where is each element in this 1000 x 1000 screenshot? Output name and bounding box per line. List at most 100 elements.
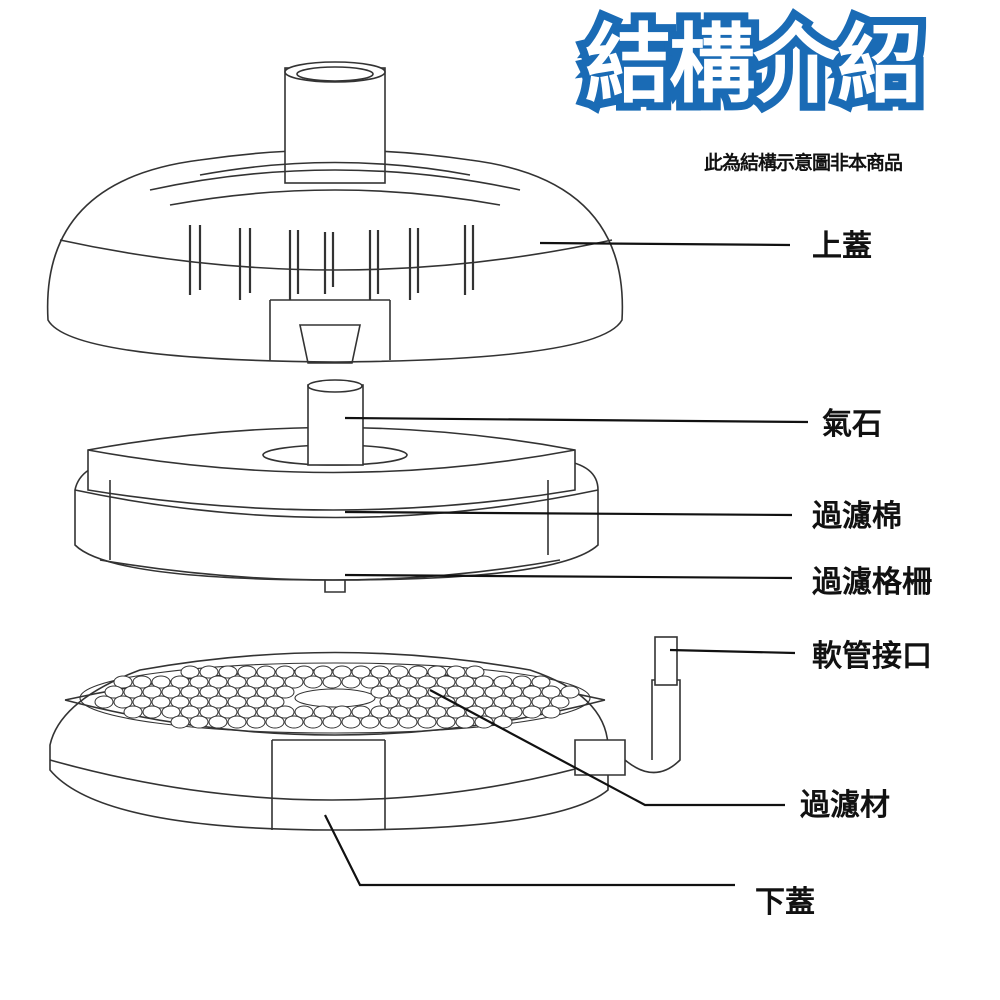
filter-bead bbox=[389, 685, 409, 699]
filter-bead bbox=[474, 675, 494, 689]
filter-bead bbox=[522, 685, 542, 699]
filter-bead bbox=[104, 685, 124, 699]
filter-bead bbox=[408, 705, 428, 719]
filter-bead bbox=[322, 715, 342, 729]
filter-bead bbox=[180, 665, 200, 679]
filter-bead bbox=[142, 705, 162, 719]
filter-bead bbox=[113, 675, 133, 689]
filter-bead bbox=[436, 715, 456, 729]
filter-bead bbox=[218, 685, 238, 699]
label-filter-media: 過濾材 bbox=[800, 788, 890, 823]
filter-bead bbox=[493, 675, 513, 689]
filter-bead bbox=[170, 695, 190, 709]
filter-bead bbox=[256, 685, 276, 699]
filter-bead bbox=[332, 665, 352, 679]
top-cover-part bbox=[46, 61, 624, 364]
filter-bead bbox=[474, 715, 494, 729]
label-filter-sponge: 過濾棉 bbox=[812, 499, 902, 534]
filter-bead bbox=[408, 665, 428, 679]
filter-bead bbox=[417, 695, 437, 709]
filter-bead bbox=[208, 695, 228, 709]
filter-bead bbox=[227, 675, 247, 689]
filter-bead bbox=[142, 685, 162, 699]
filter-bead bbox=[246, 675, 266, 689]
filter-bead bbox=[132, 695, 152, 709]
filter-bead bbox=[417, 715, 437, 729]
filter-bead bbox=[161, 705, 181, 719]
filter-bead bbox=[123, 705, 143, 719]
filter-bead bbox=[294, 705, 314, 719]
filter-bead bbox=[189, 715, 209, 729]
filter-bead bbox=[341, 715, 361, 729]
filter-bead bbox=[389, 705, 409, 719]
filter-bead bbox=[303, 715, 323, 729]
filter-bead bbox=[465, 705, 485, 719]
filter-bead bbox=[151, 675, 171, 689]
label-top-cover: 上蓋 bbox=[812, 229, 872, 264]
filter-bead bbox=[512, 695, 532, 709]
filter-bead bbox=[522, 705, 542, 719]
sponge-part bbox=[74, 379, 599, 593]
filter-bead bbox=[199, 665, 219, 679]
filter-bead bbox=[379, 675, 399, 689]
filter-bead bbox=[227, 695, 247, 709]
filter-bead bbox=[208, 675, 228, 689]
filter-bead bbox=[246, 715, 266, 729]
filter-bead bbox=[436, 695, 456, 709]
filter-bead bbox=[484, 685, 504, 699]
filter-bead bbox=[360, 715, 380, 729]
filter-bead bbox=[455, 715, 475, 729]
filter-bead bbox=[465, 685, 485, 699]
filter-bead bbox=[341, 675, 361, 689]
filter-bead bbox=[541, 685, 561, 699]
filter-bead bbox=[189, 695, 209, 709]
filter-bead bbox=[294, 665, 314, 679]
filter-bead bbox=[256, 665, 276, 679]
filter-bead bbox=[151, 695, 171, 709]
filter-bead bbox=[493, 695, 513, 709]
filter-bead bbox=[370, 665, 390, 679]
bottom-cover-part bbox=[49, 636, 681, 831]
filter-bead bbox=[398, 695, 418, 709]
filter-bead bbox=[370, 705, 390, 719]
filter-bead bbox=[446, 705, 466, 719]
filter-bead bbox=[550, 695, 570, 709]
filter-bead bbox=[132, 675, 152, 689]
filter-bead bbox=[313, 705, 333, 719]
filter-bead bbox=[351, 665, 371, 679]
filter-bead bbox=[284, 715, 304, 729]
filter-bead bbox=[398, 675, 418, 689]
filter-bead bbox=[389, 665, 409, 679]
filter-bead bbox=[275, 705, 295, 719]
filter-bead bbox=[427, 705, 447, 719]
filter-bead bbox=[351, 705, 371, 719]
filter-bead bbox=[398, 715, 418, 729]
filter-bead bbox=[531, 695, 551, 709]
filter-bead bbox=[256, 705, 276, 719]
filter-bead bbox=[560, 685, 580, 699]
filter-bead bbox=[322, 675, 342, 689]
filter-bead bbox=[218, 705, 238, 719]
filter-bead bbox=[379, 715, 399, 729]
filter-bead bbox=[123, 685, 143, 699]
filter-bead bbox=[180, 685, 200, 699]
filter-bead bbox=[170, 715, 190, 729]
filter-bead bbox=[237, 685, 257, 699]
filter-bead bbox=[303, 675, 323, 689]
filter-bead bbox=[379, 695, 399, 709]
filter-bead bbox=[265, 675, 285, 689]
filter-bead bbox=[170, 675, 190, 689]
label-air-stone: 氣石 bbox=[822, 407, 882, 442]
filter-bead bbox=[199, 705, 219, 719]
filter-bead bbox=[370, 685, 390, 699]
filter-bead bbox=[531, 675, 551, 689]
filter-bead bbox=[246, 695, 266, 709]
filter-bead bbox=[446, 685, 466, 699]
leader-lines bbox=[324, 241, 809, 887]
label-hose-connector: 軟管接口 bbox=[812, 639, 932, 674]
filter-bead bbox=[237, 665, 257, 679]
filter-bead bbox=[284, 675, 304, 689]
filter-bead bbox=[161, 685, 181, 699]
filter-bead bbox=[275, 685, 295, 699]
filter-bead bbox=[94, 695, 114, 709]
